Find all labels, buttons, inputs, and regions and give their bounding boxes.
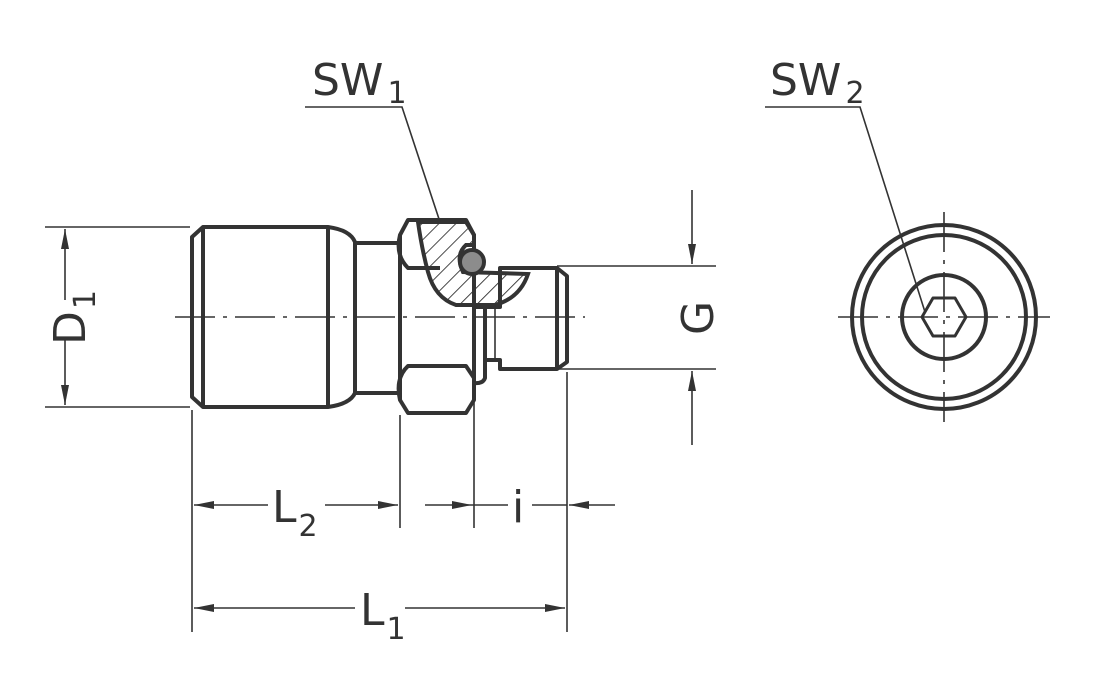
small-thread — [485, 266, 569, 371]
end-view — [838, 212, 1050, 422]
g-label: G — [673, 301, 724, 335]
sw2-leader — [765, 106, 926, 313]
d1-label: D1 — [45, 290, 103, 345]
extension-lines — [45, 226, 716, 632]
o-ring — [458, 248, 486, 276]
side-view — [175, 218, 585, 415]
l2-label: L2 — [272, 482, 318, 544]
l1-label: L1 — [360, 585, 406, 647]
neck — [355, 241, 400, 395]
sw1-leader — [305, 106, 441, 223]
collar — [473, 305, 487, 386]
i-label: i — [512, 482, 524, 533]
